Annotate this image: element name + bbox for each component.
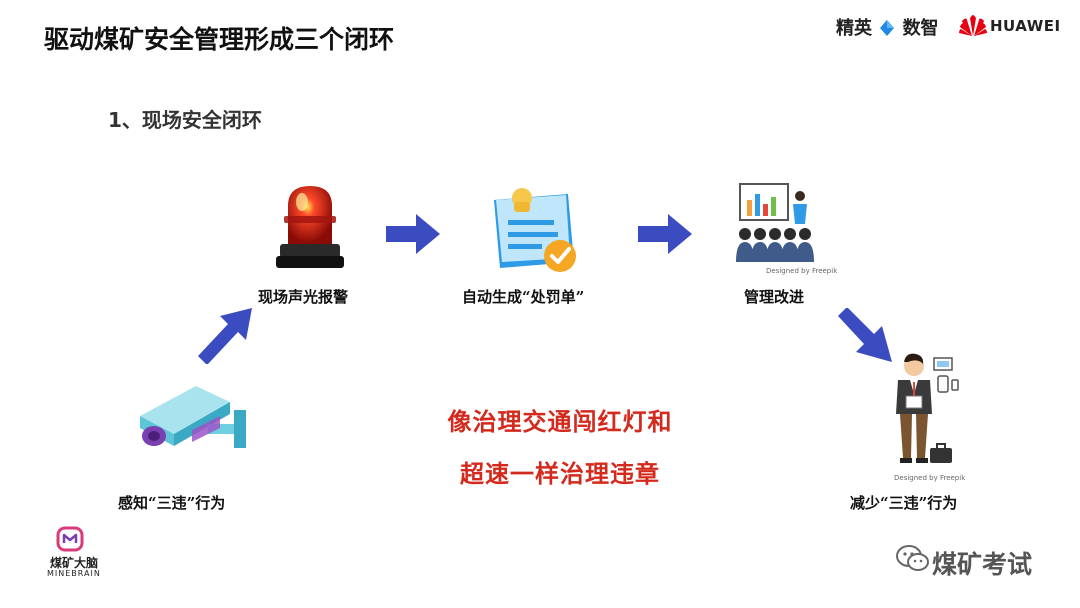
meeting-credit: Designed by Freepik (766, 267, 838, 275)
minebrain-cn: 煤矿大脑 (50, 556, 99, 570)
alarm-light-icon (276, 186, 344, 268)
penalty-ticket-icon (494, 188, 576, 272)
step-management-improve: 管理改进 (744, 288, 805, 306)
worker-credit: Designed by Freepik (894, 474, 966, 482)
center-slogan-line1: 像治理交通闯红灯和 (447, 407, 673, 436)
page-title: 驱动煤矿安全管理形成三个闭环 (44, 25, 395, 54)
step-onsite-alarm: 现场声光报警 (258, 288, 349, 306)
arrow-down-right-icon (838, 308, 892, 362)
arrow-right-icon (386, 214, 440, 254)
step-perceive-violation: 感知“三违”行为 (118, 494, 226, 512)
arrow-right-icon (638, 214, 692, 254)
wechat-icon (896, 545, 929, 571)
jingying-mark-icon (880, 20, 895, 36)
jingying-logo: 精英 数智 (836, 14, 939, 40)
jingying-text-b: 数智 (902, 18, 939, 39)
security-camera-icon (140, 386, 246, 448)
arrow-up-right-icon (198, 308, 252, 364)
huawei-wordmark: HUAWEI (990, 17, 1061, 35)
section-subtitle: 1、现场安全闭环 (108, 108, 262, 132)
step-auto-penalty: 自动生成“处罚单” (462, 288, 585, 306)
huawei-logo-icon (959, 15, 987, 36)
meeting-presentation-icon (736, 183, 814, 262)
office-worker-icon (896, 353, 959, 463)
minebrain-logo-icon (56, 526, 84, 552)
jingying-text-a: 精英 (836, 18, 872, 39)
wechat-account-name: 煤矿考试 (932, 550, 1033, 579)
minebrain-en: MINEBRAIN (47, 569, 101, 578)
step-reduce-violation: 减少“三违”行为 (850, 494, 958, 512)
center-slogan-line2: 超速一样治理违章 (460, 459, 660, 488)
